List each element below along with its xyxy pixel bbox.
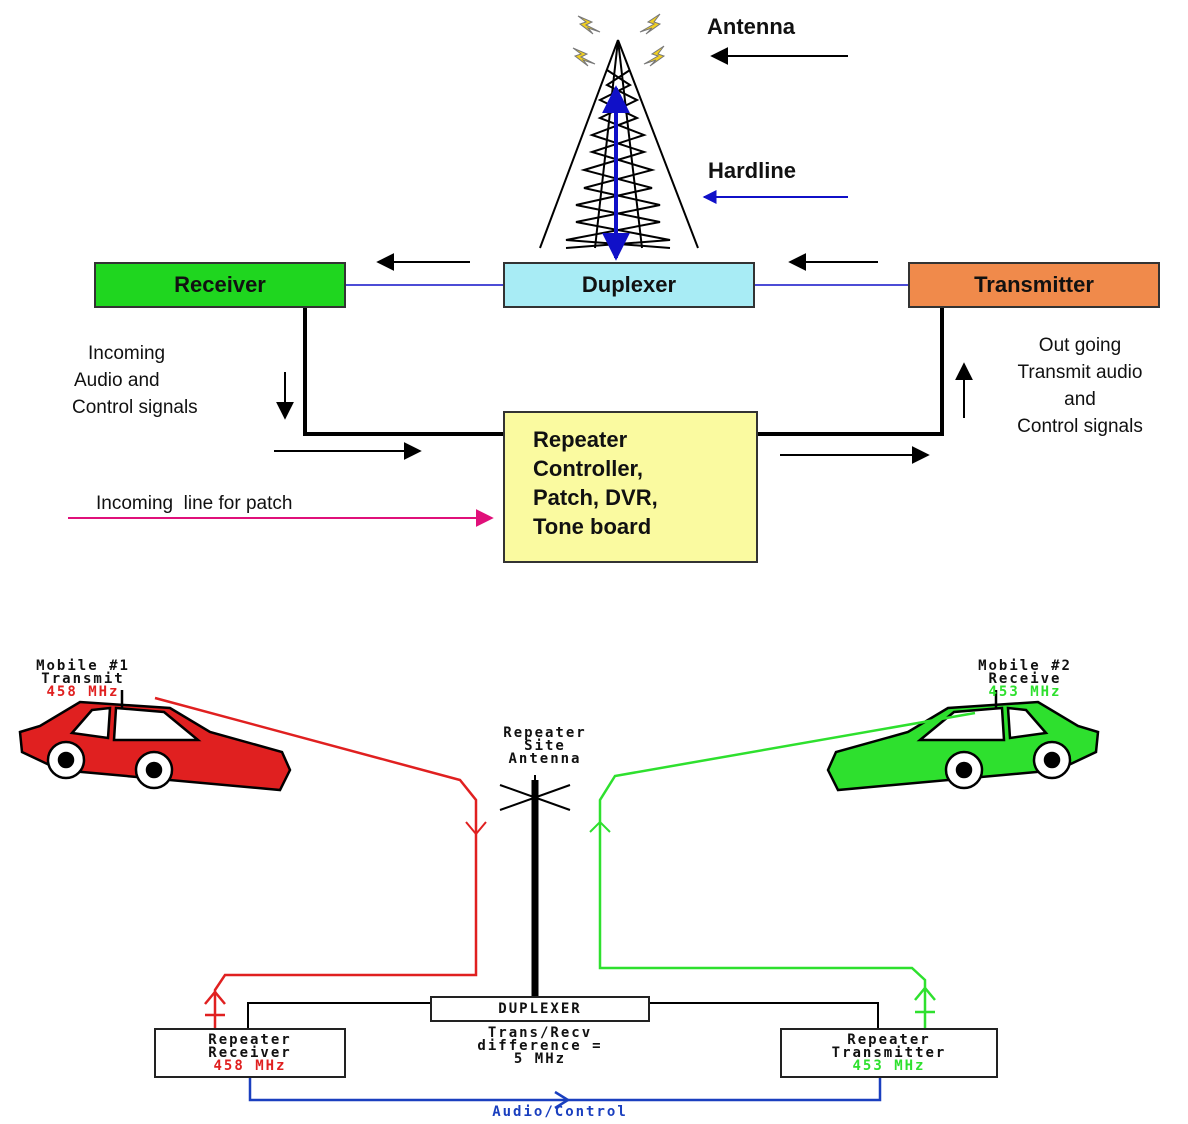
trans-recv-label: Trans/Recv difference = 5 MHz: [477, 1025, 603, 1067]
hardline-label: Hardline: [708, 158, 797, 183]
transmitter-label: Transmitter: [974, 272, 1094, 297]
audio-control-label: Audio/Control: [492, 1104, 628, 1120]
site-antenna-label: Repeater Site Antenna: [503, 725, 587, 767]
mobile2-car-icon: [826, 690, 1100, 792]
repeater-transmitter-box: Repeater Transmitter 453 MHz: [780, 1028, 998, 1078]
transmitter-box: Transmitter: [908, 262, 1160, 308]
repeater-receiver-box: Repeater Receiver 458 MHz: [154, 1028, 346, 1078]
antenna-label: Antenna: [707, 14, 795, 39]
receiver-box: Receiver: [94, 262, 346, 308]
duplexer-label: Duplexer: [581, 272, 677, 297]
receiver-label: Receiver: [174, 272, 266, 297]
patch-line-label: Incoming line for patch: [96, 493, 293, 514]
mobile2-signal-path: [598, 711, 976, 1030]
duplexer-lower-box: DUPLEXER: [430, 996, 650, 1022]
mobile1-signal-path: [154, 696, 478, 1030]
repeater-site-antenna-icon: [499, 775, 571, 998]
controller-to-transmitter-line: [758, 307, 944, 436]
receiver-to-controller-line: [303, 307, 503, 436]
duplexer-box: Duplexer: [503, 262, 755, 308]
mobile2-label: Mobile #2 Receive 453 MHz: [978, 658, 1072, 700]
repeater-controller-box: Repeater Controller, Patch, DVR, Tone bo…: [503, 411, 758, 563]
duplexer-lower-label: DUPLEXER: [498, 1000, 582, 1017]
mobile1-car-icon: [18, 690, 292, 792]
mobile1-label: Mobile #1 Transmit 458 MHz: [36, 658, 130, 700]
incoming-audio-label: Incoming Audio and Control signals: [72, 343, 198, 418]
antenna-tower-icon: [539, 39, 699, 249]
outgoing-audio-label: Out going Transmit audio and Control sig…: [1017, 335, 1143, 437]
signal-sparks-icon: [572, 13, 666, 67]
audio-control-line: [248, 1078, 882, 1102]
